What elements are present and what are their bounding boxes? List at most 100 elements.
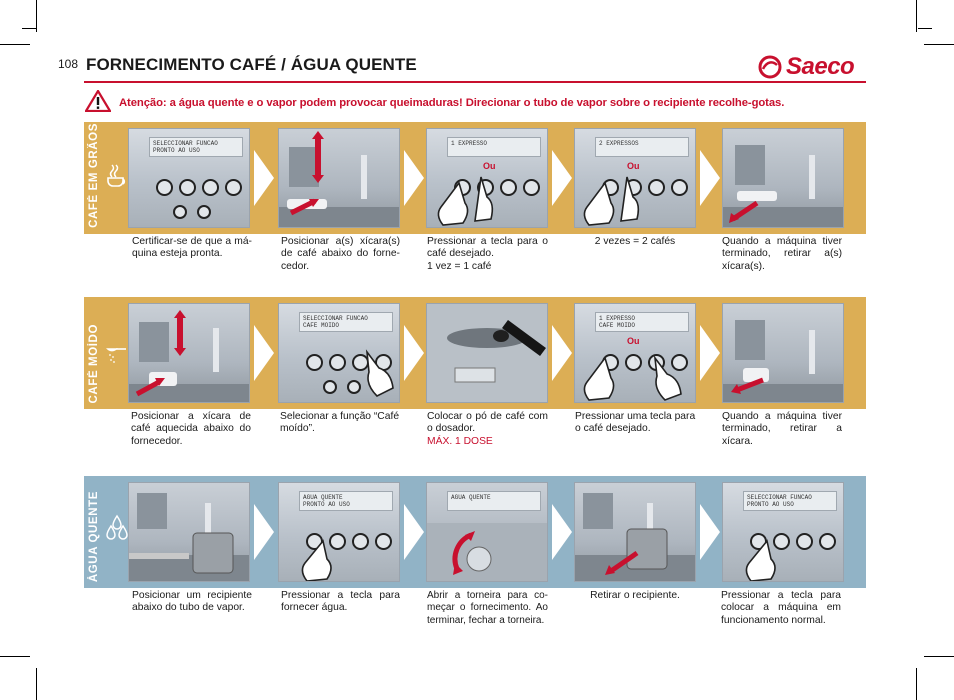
step-image	[278, 128, 400, 228]
steam-button	[648, 179, 665, 196]
coffee-button	[625, 354, 642, 371]
step-image: SELECCIONAR FUNCAO PRONTO AO USO	[722, 482, 844, 582]
steam-knob-illustration	[427, 523, 547, 581]
hand-press-icon	[474, 176, 494, 222]
machine-illustration	[723, 145, 843, 227]
band-agua-quente: ÁGUA QUENTE AGUA QUENTE PRONTO AO USO	[84, 476, 866, 626]
hand-press-icon	[620, 176, 640, 222]
step-caption: Abrir a torneira para co-meçar o forneci…	[427, 590, 548, 626]
warning-text: Atenção: a água quente e o vapor podem p…	[119, 97, 785, 109]
or-label: Ou	[627, 161, 640, 171]
lcd-display: SELECCIONAR FUNCAO PRONTO AO USO	[743, 491, 837, 511]
step-image	[722, 303, 844, 403]
crop-mark	[916, 668, 917, 700]
step-caption: Posicionar a xícara de café aquecida aba…	[131, 411, 251, 447]
saeco-swirl-icon	[758, 55, 782, 79]
step-image: 2 EXPRESSOS Ou	[574, 128, 696, 228]
step-caption: Posicionar a(s) xícara(s) de café abaixo…	[281, 236, 400, 272]
lcd-line: SELECCIONAR FUNCAO	[747, 494, 812, 501]
aroma-button	[347, 380, 361, 394]
lcd-display: 2 EXPRESSOS	[595, 137, 689, 157]
water-button	[671, 179, 688, 196]
machine-illustration	[129, 493, 249, 581]
step-caption: Quando a máquina tiver terminado, retira…	[722, 236, 842, 272]
step-arrow	[700, 325, 720, 381]
section-title: CAFÉ MOÍDO	[88, 323, 100, 403]
crop-mark	[22, 28, 36, 29]
step-arrow	[700, 504, 720, 560]
lcd-line: CAFE MOIDO	[599, 322, 636, 329]
hand-press-icon	[301, 539, 332, 581]
button-row	[156, 179, 242, 196]
machine-illustration	[279, 131, 399, 227]
step-caption-text: Colocar o pó de café com o dosador.	[427, 411, 548, 435]
step-image: AGUA QUENTE PRONTO AO USO	[278, 482, 400, 582]
step-image	[574, 482, 696, 582]
lcd-line: SELECCIONAR FUNCAO	[153, 140, 218, 147]
brand-name: Saeco	[786, 53, 855, 80]
crop-mark	[36, 668, 37, 700]
water-drops-icon	[106, 514, 128, 540]
step-arrow	[404, 325, 424, 381]
step-arrow	[254, 504, 274, 560]
step-caption-text: 1 vez = 1 café	[427, 260, 492, 272]
warning-triangle-icon	[85, 90, 111, 112]
crop-mark	[916, 0, 917, 32]
hand-press-icon	[583, 181, 615, 226]
step-arrow	[254, 325, 274, 381]
step-caption: Pressionar a tecla para o café desejado.…	[427, 236, 548, 273]
step-caption: Quando a máquina tiver terminado, retira…	[722, 411, 842, 447]
step-arrow	[254, 150, 274, 206]
step-caption-text: Pressionar a tecla para o café desejado.	[427, 236, 548, 260]
lcd-line: SELECCIONAR FUNCAO	[303, 315, 368, 322]
espresso-button	[156, 179, 173, 196]
lcd-line: 1 EXPRESSO	[599, 315, 636, 322]
coffee-beans-cup-icon	[107, 164, 126, 187]
water-button	[523, 179, 540, 196]
lcd-line: 2 EXPRESSOS	[599, 140, 639, 147]
steam-button	[352, 533, 369, 550]
coffee-button	[773, 533, 790, 550]
water-button	[671, 354, 688, 371]
page-number: 108	[58, 57, 79, 71]
section-label: CAFÉ MOÍDO	[84, 297, 128, 409]
lcd-display: 1 EXPRESSO	[447, 137, 541, 157]
hand-press-icon	[365, 349, 394, 397]
step-image	[722, 128, 844, 228]
water-button	[819, 533, 836, 550]
hand-press-icon	[583, 356, 615, 401]
step-arrow	[552, 325, 572, 381]
aroma-button	[197, 205, 211, 219]
step-caption: Pressionar a tecla para fornecer água.	[281, 590, 400, 614]
step-image: SELECCIONAR FUNCAO CAFE MOIDO	[278, 303, 400, 403]
step-image: SELECCIONAR FUNCAO PRONTO AO USO	[128, 128, 250, 228]
hand-press-icon	[745, 539, 776, 581]
lcd-display: SELECCIONAR FUNCAO PRONTO AO USO	[149, 137, 243, 157]
step-caption: Certificar-se de que a má-quina esteja p…	[132, 236, 252, 260]
water-button	[375, 533, 392, 550]
step-image: 1 EXPRESSO CAFE MOIDO Ou	[574, 303, 696, 403]
menu-button	[173, 205, 187, 219]
or-label: Ou	[627, 336, 640, 346]
step-image: AGUA QUENTE	[426, 482, 548, 582]
crop-mark	[924, 656, 954, 657]
crop-mark	[924, 44, 954, 45]
lcd-display: SELECCIONAR FUNCAO CAFE MOIDO	[299, 312, 393, 332]
lcd-line: PRONTO AO USO	[303, 501, 350, 508]
coffee-button	[329, 354, 346, 371]
step-arrow	[552, 150, 572, 206]
machine-illustration	[723, 320, 843, 402]
or-label: Ou	[483, 161, 496, 171]
step-caption: 2 vezes = 2 cafés	[594, 236, 676, 247]
coffee-button	[179, 179, 196, 196]
step-arrow	[700, 150, 720, 206]
title-rule	[84, 81, 866, 83]
dosing-scoop-illustration	[427, 304, 547, 402]
step-arrow	[404, 150, 424, 206]
hand-press-icon	[437, 181, 469, 226]
crop-mark	[0, 656, 30, 657]
step-arrow	[404, 504, 424, 560]
water-button	[225, 179, 242, 196]
steam-button	[202, 179, 219, 196]
lcd-line: PRONTO AO USO	[153, 147, 200, 154]
